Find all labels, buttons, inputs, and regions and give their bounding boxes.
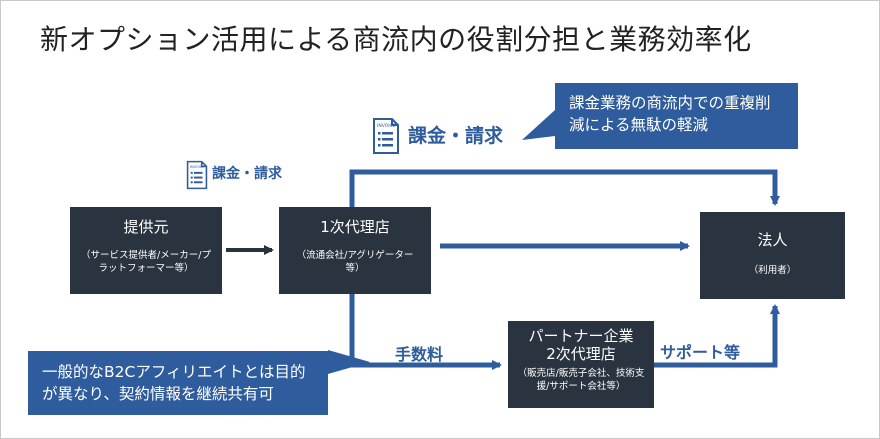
invoice-icon: INVOICE [186,160,208,194]
callout-tail-bottom [328,350,370,374]
node-provider: 提供元 （サービス提供者/メーカー/プラットフォーマー等） [70,207,222,294]
node-partner: パートナー企業 2次代理店 （販売店/販売子会社、技術支援/サポート会社等） [508,321,654,408]
svg-text:INVOICE: INVOICE [190,165,205,169]
arrow-support-route [654,304,780,368]
svg-text:INVOICE: INVOICE [377,123,396,129]
label-support: サポート等 [660,343,741,362]
slide-title: 新オプション活用による商流内の役割分担と業務効率化 [40,23,752,56]
node-primary-sub: （流通会社/アグリゲーター等） [296,250,414,274]
node-partner-sub: （販売店/販売子会社、技術支援/サポート会社等） [517,368,645,392]
node-corporate-title: 法人 [757,231,788,249]
label-billing-top: 課金・請求 [408,125,504,147]
node-corporate-sub: （利用者） [748,265,797,276]
node-primary-title: 1次代理店 [320,218,390,236]
callout-top-right-text: 課金業務の商流内での重複削減による無駄の軽減 [569,94,771,134]
node-provider-title: 提供元 [123,218,169,236]
arrow-billing-route [349,169,780,208]
callout-bottom-left-text: 一般的なB2Cアフィリエイトとは目的が異なり、契約情報を継続共有可 [42,363,306,403]
node-provider-sub: （サービス提供者/メーカー/プラットフォーマー等） [81,250,211,274]
label-billing-small: 課金・請求 [212,166,282,182]
invoice-icon: INVOICE [372,117,400,159]
node-primary: 1次代理店 （流通会社/アグリゲーター等） [279,207,431,294]
node-corporate: 法人 （利用者） [700,212,845,299]
node-partner-title: パートナー企業 2次代理店 [528,327,634,363]
callout-bottom-left: 一般的なB2Cアフィリエイトとは目的が異なり、契約情報を継続共有可 [28,351,328,415]
callout-top-right: 課金業務の商流内での重複削減による無駄の軽減 [555,83,798,149]
label-fee: 手数料 [395,345,444,364]
callout-tail-top [522,110,555,140]
